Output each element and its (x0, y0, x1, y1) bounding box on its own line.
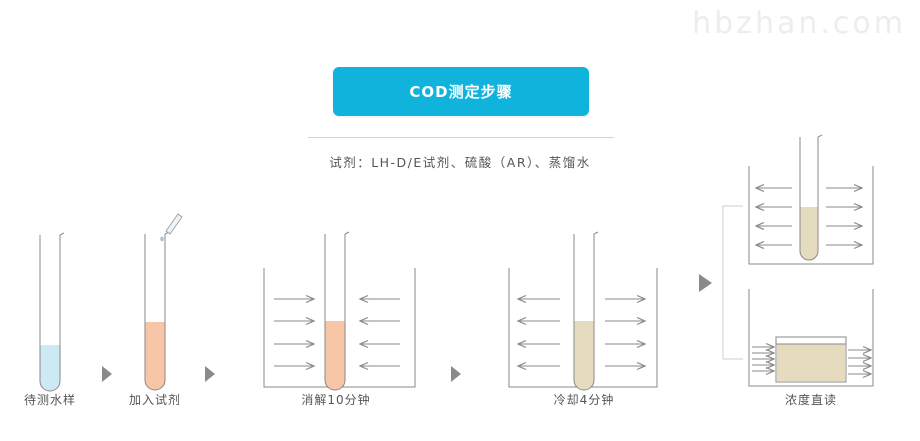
reagent-tube (144, 231, 170, 391)
dropper-icon (160, 213, 183, 242)
divider (308, 137, 614, 138)
step-arrow-icon (699, 274, 712, 292)
step-label-reading: 浓度直读 (784, 393, 838, 407)
step-arrow-icon (451, 366, 461, 382)
step-label-sample: 待测水样 (23, 393, 77, 407)
step-label-cooling: 冷却4分钟 (553, 393, 615, 407)
cooling-bath (508, 231, 658, 391)
watermark: hbzhan.com (692, 6, 906, 41)
branch-bracket (722, 205, 743, 360)
step-label-add-reagent: 加入试剂 (128, 393, 182, 407)
cuvette-reading-panel (748, 289, 874, 387)
digestion-bath (263, 231, 416, 391)
title-button[interactable]: COD测定步骤 (333, 67, 589, 116)
step-arrow-icon (102, 366, 112, 382)
sample-tube (39, 232, 65, 392)
step-arrow-icon (205, 366, 215, 382)
reagents-text: 试剂：LH-D/E试剂、硫酸（AR）、蒸馏水 (329, 155, 591, 170)
step-label-digestion: 消解10分钟 (301, 393, 371, 407)
tube-reading-panel (748, 134, 874, 265)
